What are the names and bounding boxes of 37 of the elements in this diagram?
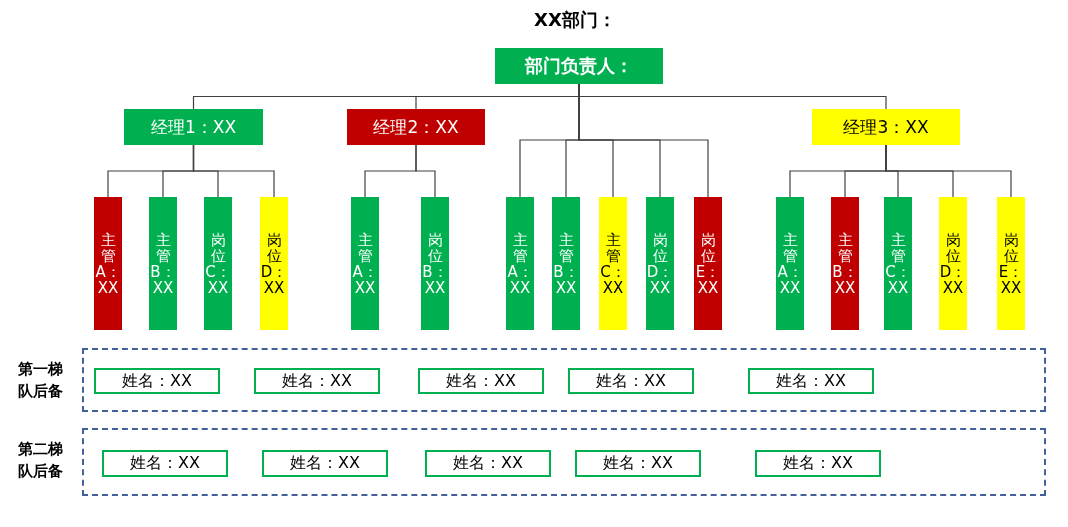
position-box: 岗位E：XX	[694, 197, 722, 330]
position-box: 主管B：XX	[149, 197, 177, 330]
position-box: 主管A：XX	[351, 197, 379, 330]
reserve-tier-label: 第二梯队后备	[16, 439, 64, 482]
position-box: 主管C：XX	[884, 197, 912, 330]
name-box: 姓名：XX	[425, 450, 551, 477]
position-box: 主管A：XX	[94, 197, 122, 330]
reserve-tier-label: 第一梯队后备	[16, 359, 64, 402]
department-head-box: 部门负责人：	[495, 48, 663, 84]
position-box: 主管A：XX	[776, 197, 804, 330]
manager-box: 经理2：XX	[347, 109, 485, 145]
position-box: 主管B：XX	[552, 197, 580, 330]
position-box: 主管A：XX	[506, 197, 534, 330]
position-box: 主管C：XX	[599, 197, 627, 330]
position-box: 岗位E：XX	[997, 197, 1025, 330]
manager-box: 经理3：XX	[812, 109, 960, 145]
name-box: 姓名：XX	[102, 450, 228, 477]
name-box: 姓名：XX	[575, 450, 701, 477]
position-box: 岗位D：XX	[939, 197, 967, 330]
manager-box: 经理1：XX	[124, 109, 263, 145]
connector-line	[192, 144, 275, 198]
connector-line	[578, 83, 709, 198]
name-box: 姓名：XX	[94, 368, 220, 394]
name-box: 姓名：XX	[568, 368, 694, 394]
position-box: 岗位D：XX	[260, 197, 288, 330]
connector-line	[415, 144, 436, 198]
name-box: 姓名：XX	[755, 450, 881, 477]
diagram-title: XX部门：	[533, 8, 617, 32]
position-box: 岗位D：XX	[646, 197, 674, 330]
name-box: 姓名：XX	[748, 368, 874, 394]
name-box: 姓名：XX	[262, 450, 388, 477]
position-box: 岗位B：XX	[421, 197, 449, 330]
name-box: 姓名：XX	[254, 368, 380, 394]
position-box: 岗位C：XX	[204, 197, 232, 330]
connector-line	[885, 144, 1012, 198]
position-box: 主管B：XX	[831, 197, 859, 330]
name-box: 姓名：XX	[418, 368, 544, 394]
